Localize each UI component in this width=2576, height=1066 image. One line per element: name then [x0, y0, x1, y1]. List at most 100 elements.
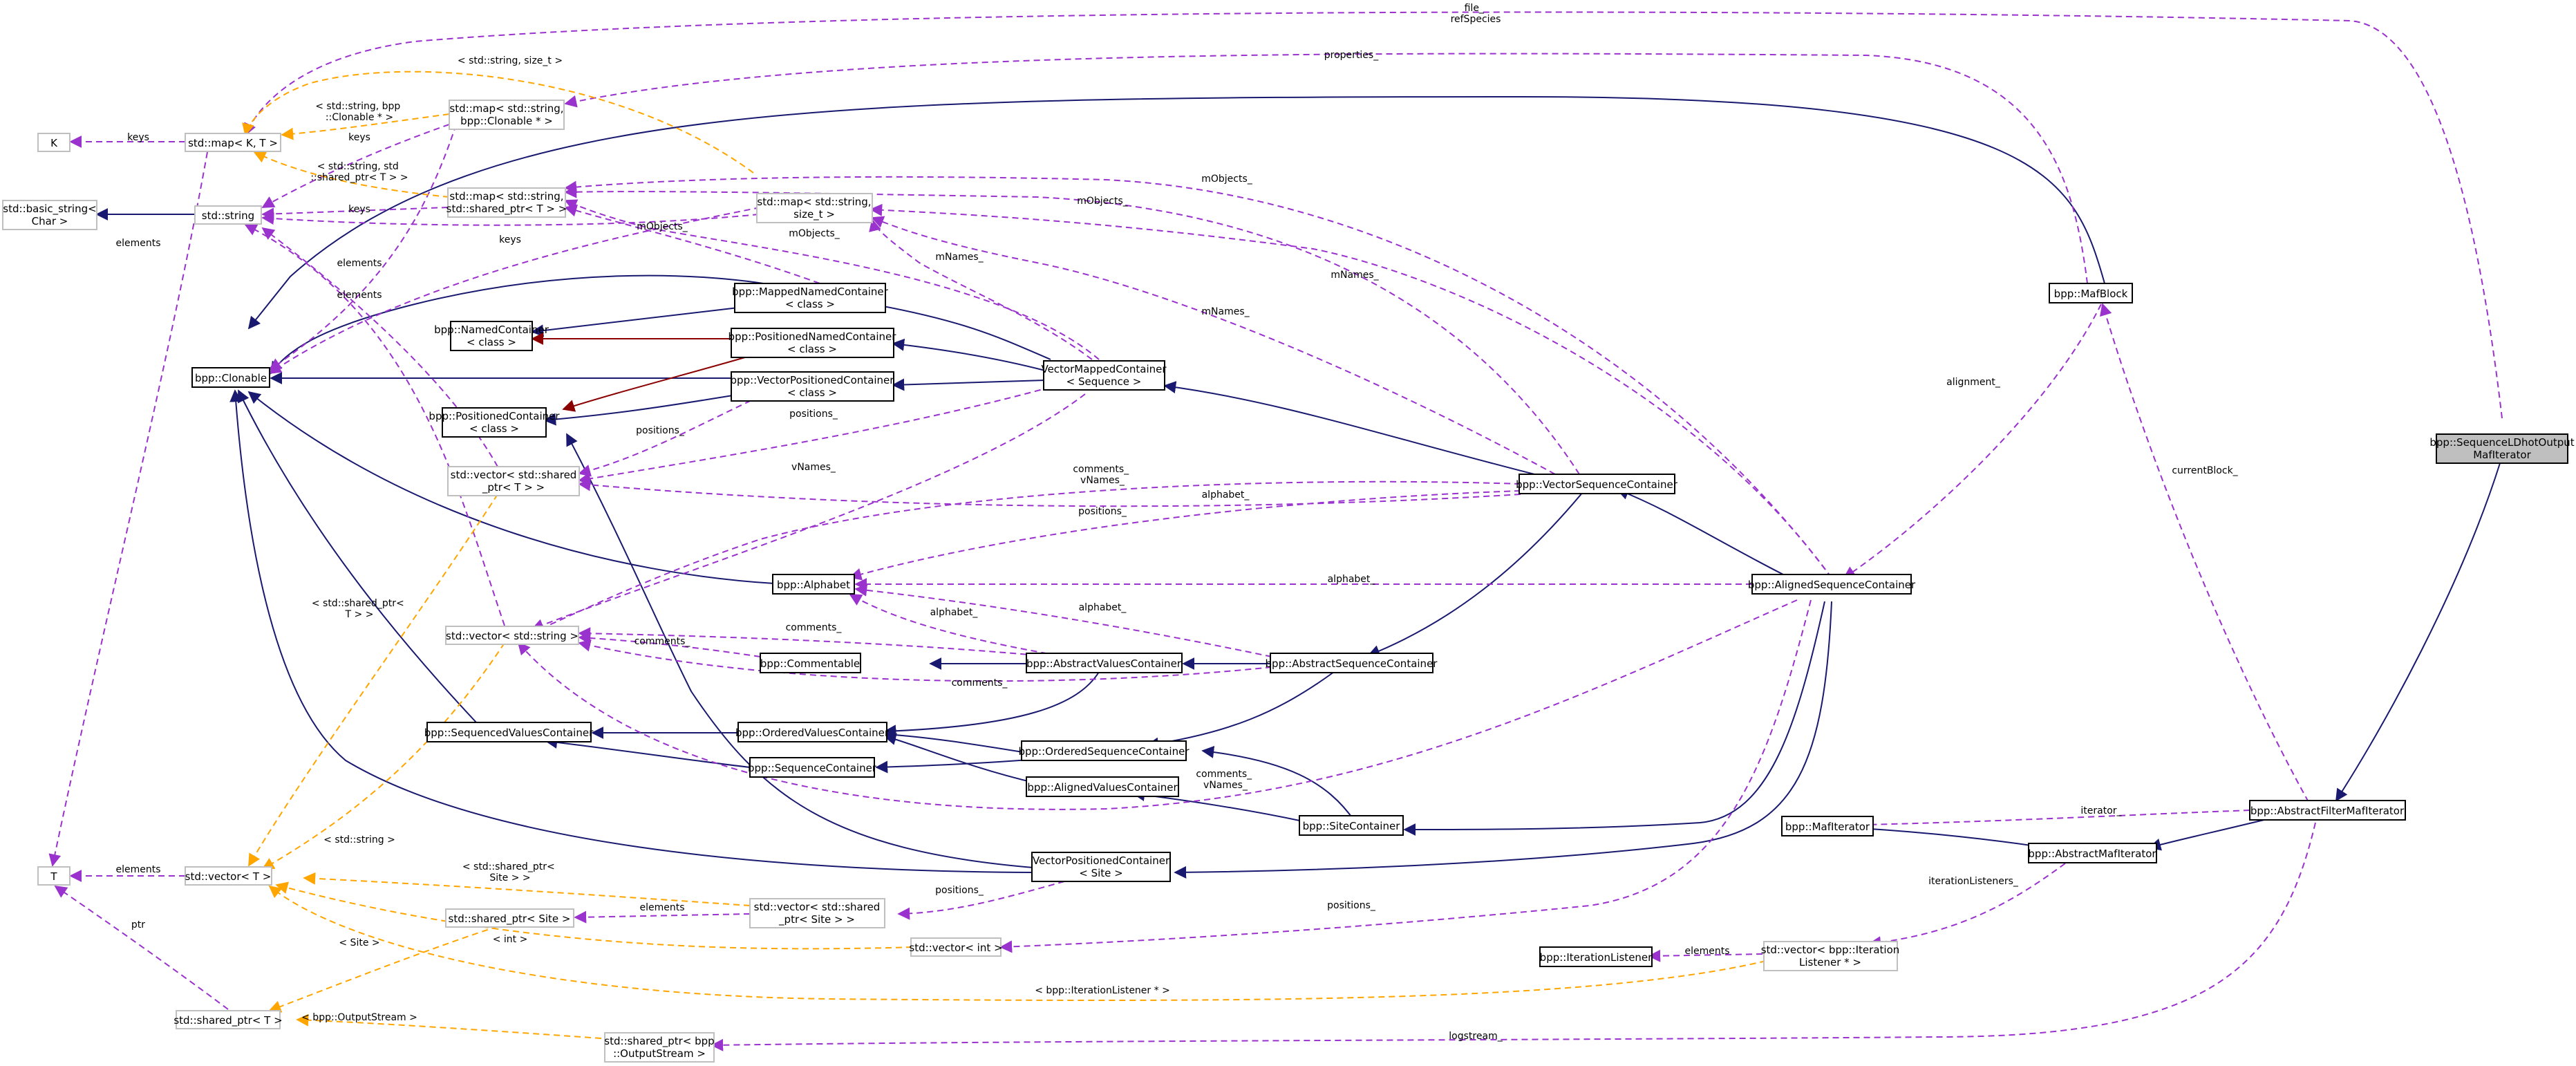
node-vector-t[interactable]: std::vector< T > — [185, 866, 272, 886]
node-abstract-values-container[interactable]: bpp::AbstractValuesContainer — [1026, 653, 1183, 673]
node-map-k-t[interactable]: std::map< K, T > — [185, 133, 281, 152]
edge-inherit-vectorposclass-positioned — [543, 395, 733, 426]
edge-label-elements-4: elements — [115, 864, 160, 875]
edge-tpl-string-size-t — [242, 71, 754, 174]
edge-inherit-aligned-sitecontainer — [1403, 601, 1825, 836]
edge-inherit-mapped-namedcontainer — [531, 307, 739, 337]
edge-usage-elements-listener — [1648, 949, 1763, 962]
edge-usage-alphabet-abstractseq — [854, 583, 1272, 657]
edge-tpl-std-string — [261, 642, 505, 870]
node-vector-string[interactable]: std::vector< std::string > — [445, 626, 579, 645]
edge-label-properties: properties_ — [1324, 50, 1379, 61]
edge-label-alphabet-3: alphabet_ — [1079, 602, 1127, 613]
edge-inherit-mafblock-clonable — [247, 95, 2105, 330]
edge-usage-mobjects-vectormapped — [564, 199, 1100, 360]
node-positioned-container[interactable]: bpp::PositionedContainer< class > — [429, 407, 560, 438]
edge-usage-comments-commentable — [578, 632, 761, 657]
svg-text:bpp::OrderedSequenceContainer: bpp::OrderedSequenceContainer — [1018, 745, 1190, 758]
svg-text:bpp::PositionedNamedContainer<: bpp::PositionedNamedContainer< class > — [728, 330, 897, 355]
node-sequence-container[interactable]: bpp::SequenceContainer — [748, 757, 877, 778]
edge-usage-keys-mapsize — [261, 212, 760, 226]
edge-tpl-int — [275, 881, 913, 950]
node-positioned-named-container[interactable]: bpp::PositionedNamedContainer< class > — [728, 328, 897, 358]
edge-label-iterator: iterator_ — [2080, 805, 2122, 816]
edge-label-mobjects-2: mObjects_ — [1077, 196, 1129, 207]
node-abstract-filter-maf-iterator[interactable]: bpp::AbstractFilterMafIterator — [2249, 800, 2406, 821]
svg-text:std::map< std::string,bpp::Clo: std::map< std::string,bpp::Clonable * > — [449, 102, 563, 127]
svg-text:std::shared_ptr< T >: std::shared_ptr< T > — [173, 1014, 282, 1027]
node-named-container[interactable]: bpp::NamedContainer< class > — [434, 321, 549, 351]
node-shared-ptr-t[interactable]: std::shared_ptr< T > — [173, 1010, 283, 1029]
node-std-string[interactable]: std::string — [194, 205, 262, 225]
svg-text:bpp::AbstractFilterMafIterator: bpp::AbstractFilterMafIterator — [2250, 805, 2405, 817]
node-vector-shared-ptr-t[interactable]: std::vector< std::shared_ptr< T > > — [447, 466, 580, 496]
edge-usage-iterationlisteners — [1868, 857, 2074, 949]
edge-label-mobjects-3: mObjects_ — [637, 221, 688, 232]
node-aligned-values-container[interactable]: bpp::AlignedValuesContainer — [1026, 776, 1179, 797]
node-ordered-values-container[interactable]: bpp::OrderedValuesContainer — [735, 722, 890, 742]
node-map-string-size-t[interactable]: std::map< std::string,size_t > — [756, 193, 873, 223]
edge-usage-comments-vnames-aligned — [517, 599, 1798, 810]
node-iteration-listener[interactable]: bpp::IterationListener — [1539, 946, 1653, 967]
svg-text:VectorPositionedContainer< Sit: VectorPositionedContainer< Site > — [1033, 854, 1170, 879]
edge-label-positions-1: positions_ — [636, 425, 685, 436]
node-shared-ptr-site[interactable]: std::shared_ptr< Site > — [445, 908, 574, 928]
node-alphabet[interactable]: bpp::Alphabet — [772, 574, 855, 595]
svg-text:bpp::Commentable: bpp::Commentable — [760, 657, 860, 670]
edge-tpl-std-shared-ptr-t — [248, 494, 498, 867]
node-vector-positioned-container-class[interactable]: bpp::VectorPositionedContainer< class > — [731, 371, 895, 402]
node-maf-iterator[interactable]: bpp::MafIterator — [1781, 816, 1874, 836]
node-vector-mapped-container-sequence[interactable]: VectorMappedContainer< Sequence > — [1041, 360, 1167, 391]
edge-inherit-aligned-vectorseq — [1616, 487, 1784, 575]
edge-inherit-abstractseq-orderedseq — [1146, 671, 1335, 750]
svg-text:std::vector< int >: std::vector< int > — [909, 942, 1002, 954]
edge-label-std-shared-ptr-site: < std::shared_ptr< Site > > — [462, 861, 558, 883]
edge-label-logstream: logstream_ — [1449, 1031, 1503, 1042]
node-ordered-sequence-container[interactable]: bpp::OrderedSequenceContainer — [1018, 740, 1190, 761]
node-abstract-maf-iterator[interactable]: bpp::AbstractMafIterator — [2028, 843, 2157, 863]
edge-inherit-focus-abstractfilter — [2335, 462, 2501, 802]
edge-label-elements-3: elements — [337, 290, 382, 301]
node-vector-shared-ptr-site[interactable]: std::vector< std::shared_ptr< Site > > — [749, 898, 885, 928]
edge-usage-mnames-vectorseq — [871, 216, 1556, 475]
node-vector-sequence-container[interactable]: bpp::VectorSequenceContainer — [1516, 474, 1678, 494]
node-aligned-sequence-container[interactable]: bpp::AlignedSequenceContainer — [1748, 574, 1916, 595]
node-k[interactable]: K — [37, 133, 70, 152]
node-t[interactable]: T — [37, 866, 70, 886]
node-vector-int[interactable]: std::vector< int > — [909, 937, 1003, 957]
node-vector-positioned-container-site[interactable]: VectorPositionedContainer< Site > — [1031, 852, 1171, 882]
edge-label-elements-1: elements — [115, 238, 160, 249]
edge-label-string-size-t: < std::string, size_t > — [458, 55, 563, 66]
edge-tpl-string-bpp-clonable — [281, 113, 450, 140]
edge-inherit-aligned-vectorposcontsite — [1174, 601, 1832, 879]
edge-tpl-string-std-shared-ptr — [253, 151, 450, 198]
svg-text:bpp::MafIterator: bpp::MafIterator — [1785, 821, 1870, 833]
node-site-container[interactable]: bpp::SiteContainer — [1299, 815, 1404, 836]
node-commentable[interactable]: bpp::Commentable — [760, 653, 861, 673]
edge-label-mobjects-4: mObjects_ — [789, 228, 840, 239]
node-map-string-clonable[interactable]: std::map< std::string,bpp::Clonable * > — [449, 100, 565, 130]
node-maf-block[interactable]: bpp::MafBlock — [2049, 283, 2133, 303]
node-clonable[interactable]: bpp::Clonable — [191, 367, 270, 388]
edge-label-mnames-2: mNames_ — [935, 252, 984, 263]
edge-inherit-alignedvalues-orderedvalues — [883, 733, 1037, 784]
node-sequenced-values-container[interactable]: bpp::SequencedValuesContainer — [424, 722, 594, 742]
svg-text:bpp::PositionedContainer< clas: bpp::PositionedContainer< class > — [429, 410, 560, 435]
svg-text:std::vector< std::shared_ptr<: std::vector< std::shared_ptr< Site > > — [754, 901, 881, 926]
svg-text:std::map< std::string,std::sha: std::map< std::string,std::shared_ptr< T… — [446, 190, 567, 216]
svg-text:std::basic_string<Char >: std::basic_string<Char > — [3, 203, 96, 227]
edge-label-string-std-shared-ptr: < std::string, std ::shared_ptr< T > > — [310, 161, 408, 183]
svg-text:std::vector< std::shared_ptr<: std::vector< std::shared_ptr< T > > — [451, 469, 577, 494]
edge-label-comments-vnames-2: comments_ vNames_ — [1196, 769, 1254, 791]
node-map-string-shared-ptr[interactable]: std::map< std::string,std::shared_ptr< T… — [446, 187, 567, 218]
node-abstract-sequence-container[interactable]: bpp::AbstractSequenceContainer — [1266, 653, 1438, 673]
node-mapped-named-container[interactable]: bpp::MappedNamedContainer< class > — [732, 283, 889, 313]
node-shared-ptr-output-stream[interactable]: std::shared_ptr< bpp::OutputStream > — [604, 1032, 715, 1063]
node-basic-string[interactable]: std::basic_string<Char > — [2, 200, 97, 230]
edge-label-positions-2: positions_ — [789, 409, 838, 420]
svg-text:std::map< K, T >: std::map< K, T > — [188, 137, 278, 149]
edge-inherit-vectorposcontsite-positioned — [566, 433, 1034, 868]
